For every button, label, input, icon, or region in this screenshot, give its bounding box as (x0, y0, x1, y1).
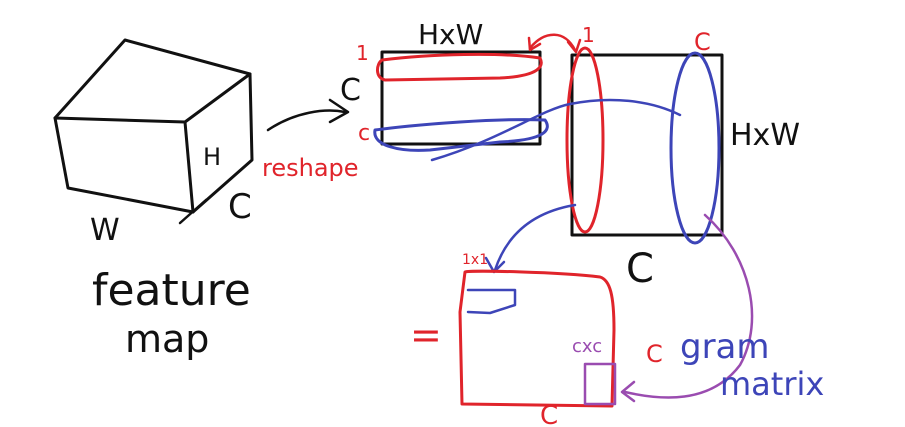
matrix1-last-row-loop (373, 118, 549, 152)
result-cell-cxc-box (583, 362, 617, 406)
row-index-c-label: c (358, 121, 370, 146)
matrix1-top-label: HxW (418, 18, 483, 51)
cube-c-label: C (228, 187, 252, 227)
matrix2-first-column-loop (565, 46, 605, 234)
matrix2-top-left-label: 1 (582, 23, 595, 47)
result-cell-1x1-box (466, 288, 517, 315)
reshape-label: reshape (262, 154, 359, 182)
matrix1-box (380, 50, 542, 146)
feature-label: feature (92, 265, 251, 316)
result-matrix-box (458, 269, 616, 408)
matrix1-first-row-loop (376, 52, 543, 82)
result-side-label: C (646, 340, 663, 368)
feature-map-cube (53, 38, 254, 225)
cube-w-label: W (90, 213, 120, 248)
cube-h-label: H (203, 143, 221, 171)
matrix2-top-right-label: C (694, 28, 711, 56)
blue-arrow-to-cell (493, 203, 577, 272)
map-label: map (125, 317, 209, 361)
matrix2-box (570, 53, 724, 237)
reshape-arrow (266, 98, 350, 132)
gram-label: gram (680, 327, 770, 367)
purple-arrow-to-cxc (623, 213, 754, 399)
matrix2-side-label: HxW (730, 118, 800, 153)
row-index-1-label: 1 (356, 41, 369, 65)
result-cell-1x1-label: 1x1 (462, 252, 488, 268)
matrix2-bottom-label: C (626, 246, 654, 292)
blue-connector-rows (430, 98, 682, 162)
matrix2-last-column-loop (669, 51, 721, 245)
result-cell-cxc-label: cxc (572, 336, 602, 357)
matrix1-side-label: C (340, 73, 361, 108)
result-equals-sign: = (410, 313, 442, 357)
result-bottom-label: C (540, 401, 558, 427)
matrix-label: matrix (720, 365, 824, 403)
